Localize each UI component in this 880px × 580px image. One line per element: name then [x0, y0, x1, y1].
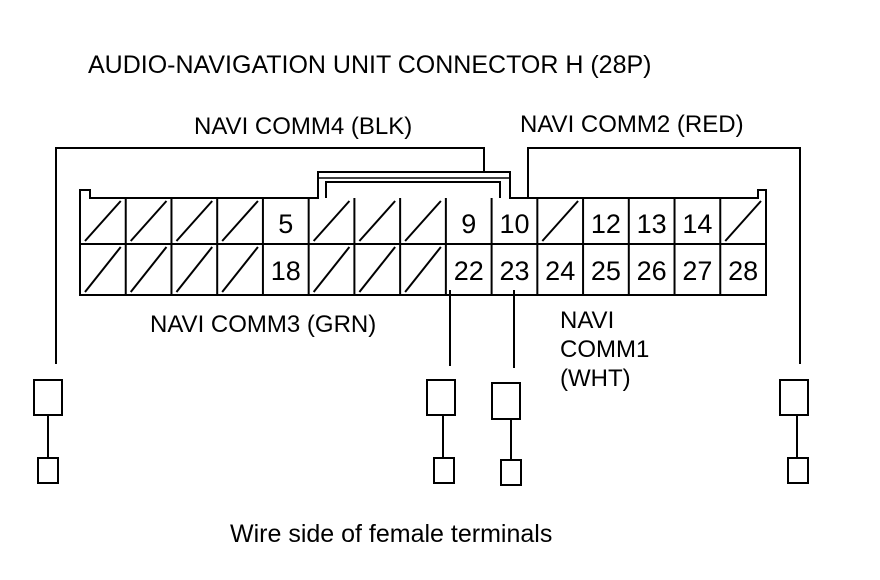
pin-number: 13 — [637, 209, 667, 239]
terminal-navi-comm3 — [426, 379, 456, 484]
label-navi-comm2: NAVI COMM2 (RED) — [520, 111, 744, 138]
cavity-pin-23: 23 — [490, 244, 529, 295]
label-navi-comm1-line1: NAVI — [560, 307, 614, 334]
cavity-pin-13: 13 — [627, 198, 667, 244]
pin-number: 24 — [545, 256, 575, 286]
cavity-empty — [719, 198, 762, 244]
cavity-empty — [353, 244, 396, 295]
diagram-title: AUDIO-NAVIGATION UNIT CONNECTOR H (28P) — [88, 51, 651, 79]
pin-number: 22 — [454, 256, 484, 286]
pin-number: 9 — [461, 209, 476, 239]
pin-number: 18 — [271, 256, 301, 286]
cavity-empty — [307, 244, 351, 295]
wire-navi-comm2 — [527, 147, 801, 364]
pin-number: 23 — [499, 256, 529, 286]
pin-number: 28 — [728, 256, 758, 286]
terminal-navi-comm2 — [779, 379, 809, 484]
label-navi-comm3: NAVI COMM3 (GRN) — [150, 311, 376, 338]
pin-number: 10 — [499, 209, 529, 239]
cavity-empty — [124, 198, 168, 244]
cavity-empty — [307, 198, 351, 244]
cavity-pin-26: 26 — [627, 244, 667, 295]
label-navi-comm1-line3: (WHT) — [560, 365, 631, 392]
cavity-pin-9: 9 — [444, 198, 476, 244]
cavity-pin-14: 14 — [673, 198, 712, 244]
terminal-navi-comm4 — [33, 379, 63, 484]
cavity-empty — [84, 200, 122, 242]
cavity-empty — [170, 198, 213, 244]
connector-housing — [79, 171, 767, 296]
cavity-empty — [216, 198, 259, 244]
connector-top-row: 5 9 10 12 13 14 — [84, 198, 762, 244]
pin-number: 25 — [591, 256, 621, 286]
cavity-pin-27: 27 — [673, 244, 712, 295]
cavity-empty — [536, 198, 579, 244]
pin-number: 27 — [682, 256, 712, 286]
cavity-pin-24: 24 — [536, 244, 575, 295]
pin-number: 26 — [637, 256, 667, 286]
wire-navi-comm4 — [55, 147, 485, 364]
cavity-pin-5: 5 — [261, 198, 293, 244]
cavity-empty — [353, 198, 396, 244]
cavity-empty — [399, 198, 442, 244]
cavity-pin-18: 18 — [261, 244, 301, 295]
cavity-pin-22: 22 — [444, 244, 484, 295]
footer-caption: Wire side of female terminals — [230, 520, 552, 548]
cavity-empty — [84, 246, 122, 293]
cavity-empty — [124, 244, 168, 295]
cavity-empty — [399, 244, 442, 295]
cavity-pin-25: 25 — [582, 244, 621, 295]
cavity-pin-28: 28 — [719, 244, 758, 295]
pin-number: 5 — [278, 209, 293, 239]
pin-number: 12 — [591, 209, 621, 239]
cavity-empty — [170, 244, 213, 295]
pin-number: 14 — [682, 209, 712, 239]
label-navi-comm4: NAVI COMM4 (BLK) — [194, 113, 412, 140]
label-navi-comm1-line2: COMM1 — [560, 336, 649, 363]
cavity-empty — [216, 244, 259, 295]
cavity-pin-12: 12 — [582, 198, 621, 244]
cavity-pin-10: 10 — [490, 198, 529, 244]
connector-bottom-row: 18 22 23 24 25 26 27 28 — [84, 244, 758, 295]
terminal-navi-comm1 — [491, 382, 522, 486]
